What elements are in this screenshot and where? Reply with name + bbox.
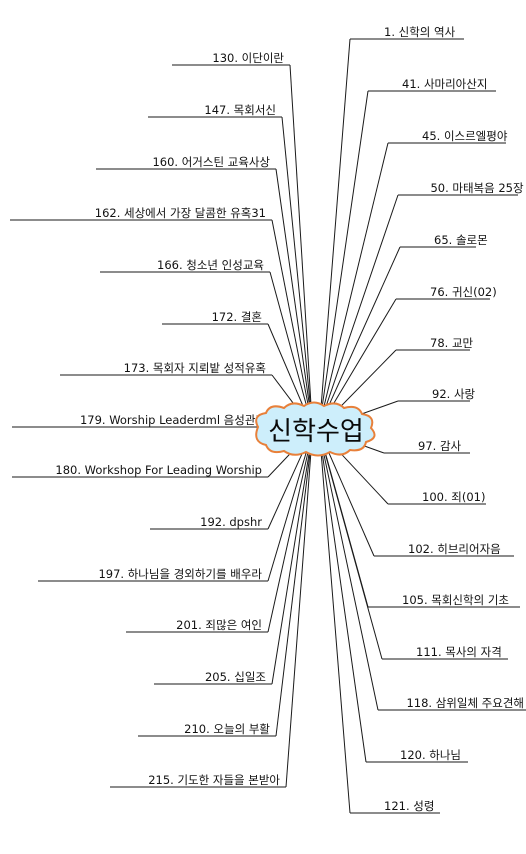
- right-topic-node[interactable]: 78. 교만: [396, 336, 474, 351]
- cloud-shape: [255, 401, 376, 457]
- left-topic-label[interactable]: 160. 어거스틴 교육사상: [152, 155, 270, 169]
- left-topic-label[interactable]: 192. dpshr: [200, 515, 262, 529]
- right-topic-label[interactable]: 78. 교만: [430, 336, 474, 350]
- left-topic-node[interactable]: 147. 목회서신: [148, 103, 282, 118]
- right-branch: 1. 신학의 역사 41. 사마리아산지 45. 이스르엘평야 50. 마태복음 25…: [350, 25, 526, 814]
- left-topic-node[interactable]: 201. 죄많은 여인: [126, 618, 268, 633]
- left-connector-line: [281, 116, 313, 423]
- right-topic-label[interactable]: 100. 죄(01): [422, 490, 485, 504]
- right-topic-label[interactable]: 76. 귀신(02): [430, 285, 497, 299]
- left-topic-label[interactable]: 147. 목회서신: [204, 103, 276, 117]
- right-topic-label[interactable]: 50. 마태복음 25장: [430, 181, 524, 195]
- right-topic-label[interactable]: 105. 목회신학의 기초: [402, 593, 509, 607]
- right-topic-node[interactable]: 50. 마태복음 25장: [398, 181, 524, 196]
- right-topic-node[interactable]: 121. 성령: [350, 799, 440, 814]
- left-topic-node[interactable]: 180. Workshop For Leading Worship: [12, 463, 268, 478]
- left-topic-label[interactable]: 201. 죄많은 여인: [176, 618, 262, 632]
- right-topic-label[interactable]: 1. 신학의 역사: [384, 25, 456, 39]
- left-topic-label[interactable]: 215. 기도한 자들을 본받아: [148, 773, 280, 787]
- right-topic-node[interactable]: 105. 목회신학의 기초: [368, 593, 520, 608]
- left-connector-line: [285, 437, 313, 788]
- right-topic-label[interactable]: 65. 솔로몬: [434, 233, 488, 247]
- right-topic-label[interactable]: 92. 사랑: [432, 387, 476, 401]
- left-topic-label[interactable]: 162. 세상에서 가장 달콤한 유혹31: [95, 206, 266, 220]
- right-topic-node[interactable]: 1. 신학의 역사: [350, 25, 464, 40]
- left-topic-label[interactable]: 197. 하나님을 경외하기를 배우라: [98, 567, 262, 581]
- right-connector-line: [319, 435, 379, 711]
- right-topic-label[interactable]: 45. 이스르엘평야: [422, 129, 508, 143]
- left-connector-line: [269, 271, 313, 426]
- left-topic-label[interactable]: 173. 목회자 지뢰밭 성적유혹: [124, 361, 266, 375]
- right-connector-line: [319, 90, 369, 422]
- left-topic-node[interactable]: 197. 하나님을 경외하기를 배우라: [38, 567, 268, 582]
- right-topic-node[interactable]: 92. 사랑: [398, 387, 476, 402]
- right-connector-line: [319, 38, 351, 421]
- right-topic-label[interactable]: 120. 하나님: [400, 748, 461, 762]
- left-topic-label[interactable]: 172. 결혼: [212, 310, 262, 324]
- left-topic-node[interactable]: 210. 오늘의 부활: [138, 722, 276, 737]
- right-topic-node[interactable]: 111. 목사의 자격: [382, 645, 508, 660]
- left-topic-label[interactable]: 179. Worship Leaderdml 음성관리: [80, 413, 266, 427]
- left-topic-label[interactable]: 210. 오늘의 부활: [184, 722, 270, 736]
- right-connector-line: [319, 437, 367, 763]
- right-connector-line: [319, 246, 401, 426]
- right-connector-line: [319, 194, 399, 425]
- left-topic-label[interactable]: 180. Workshop For Leading Worship: [55, 463, 262, 477]
- left-topic-node[interactable]: 130. 이단이란: [172, 51, 290, 66]
- left-connector-line: [267, 434, 313, 633]
- right-topic-node[interactable]: 97. 감사: [384, 439, 470, 454]
- right-topic-node[interactable]: 65. 솔로몬: [400, 233, 488, 248]
- left-topic-node[interactable]: 215. 기도한 자들을 본받아: [110, 773, 286, 788]
- right-connector-line: [319, 438, 351, 814]
- right-topic-label[interactable]: 102. 히브리어자음: [408, 542, 501, 556]
- left-connector-line: [289, 64, 313, 422]
- right-topic-label[interactable]: 41. 사마리아산지: [402, 77, 487, 91]
- left-topic-node[interactable]: 160. 어거스틴 교육사상: [96, 155, 276, 170]
- left-topic-node[interactable]: 162. 세상에서 가장 달콤한 유혹31: [10, 206, 272, 221]
- right-topic-label[interactable]: 121. 성령: [384, 799, 434, 813]
- right-topic-node[interactable]: 118. 삼위일체 주요견해: [378, 696, 526, 711]
- left-topic-label[interactable]: 205. 십일조: [205, 670, 266, 684]
- central-topic[interactable]: 신학수업: [255, 401, 376, 457]
- right-topic-node[interactable]: 100. 죄(01): [388, 490, 486, 505]
- left-topic-node[interactable]: 179. Worship Leaderdml 음성관리: [12, 413, 272, 428]
- left-connector-line: [271, 219, 313, 425]
- left-topic-label[interactable]: 130. 이단이란: [212, 51, 284, 65]
- right-topic-label[interactable]: 118. 삼위일체 주요견해: [406, 696, 524, 710]
- right-topic-node[interactable]: 45. 이스르엘평야: [388, 129, 508, 144]
- right-connector-line: [319, 434, 383, 660]
- central-topic-label[interactable]: 신학수업: [268, 417, 364, 447]
- left-topic-node[interactable]: 172. 결혼: [162, 310, 268, 325]
- right-topic-label[interactable]: 111. 목사의 자격: [416, 645, 502, 659]
- left-connector-line: [275, 436, 313, 737]
- left-connector-line: [271, 435, 313, 685]
- right-connector-line: [319, 142, 389, 423]
- left-topic-node[interactable]: 192. dpshr: [150, 515, 268, 530]
- right-topic-label[interactable]: 97. 감사: [418, 439, 462, 453]
- left-topic-node[interactable]: 166. 청소년 인성교육: [100, 258, 270, 273]
- right-topic-node[interactable]: 102. 히브리어자음: [374, 542, 514, 557]
- left-topic-node[interactable]: 173. 목회자 지뢰밭 성적유혹: [60, 361, 272, 376]
- left-topic-node[interactable]: 205. 십일조: [154, 670, 272, 685]
- left-connector-line: [275, 168, 313, 424]
- left-connector-line: [267, 432, 313, 582]
- left-branch: 130. 이단이란 147. 목회서신 160. 어거스틴 교육사상 162. 세상에…: [10, 51, 290, 788]
- left-topic-label[interactable]: 166. 청소년 인성교육: [157, 258, 264, 272]
- right-topic-node[interactable]: 76. 귀신(02): [396, 285, 497, 300]
- right-topic-node[interactable]: 41. 사마리아산지: [368, 77, 496, 92]
- right-topic-node[interactable]: 120. 하나님: [366, 748, 468, 763]
